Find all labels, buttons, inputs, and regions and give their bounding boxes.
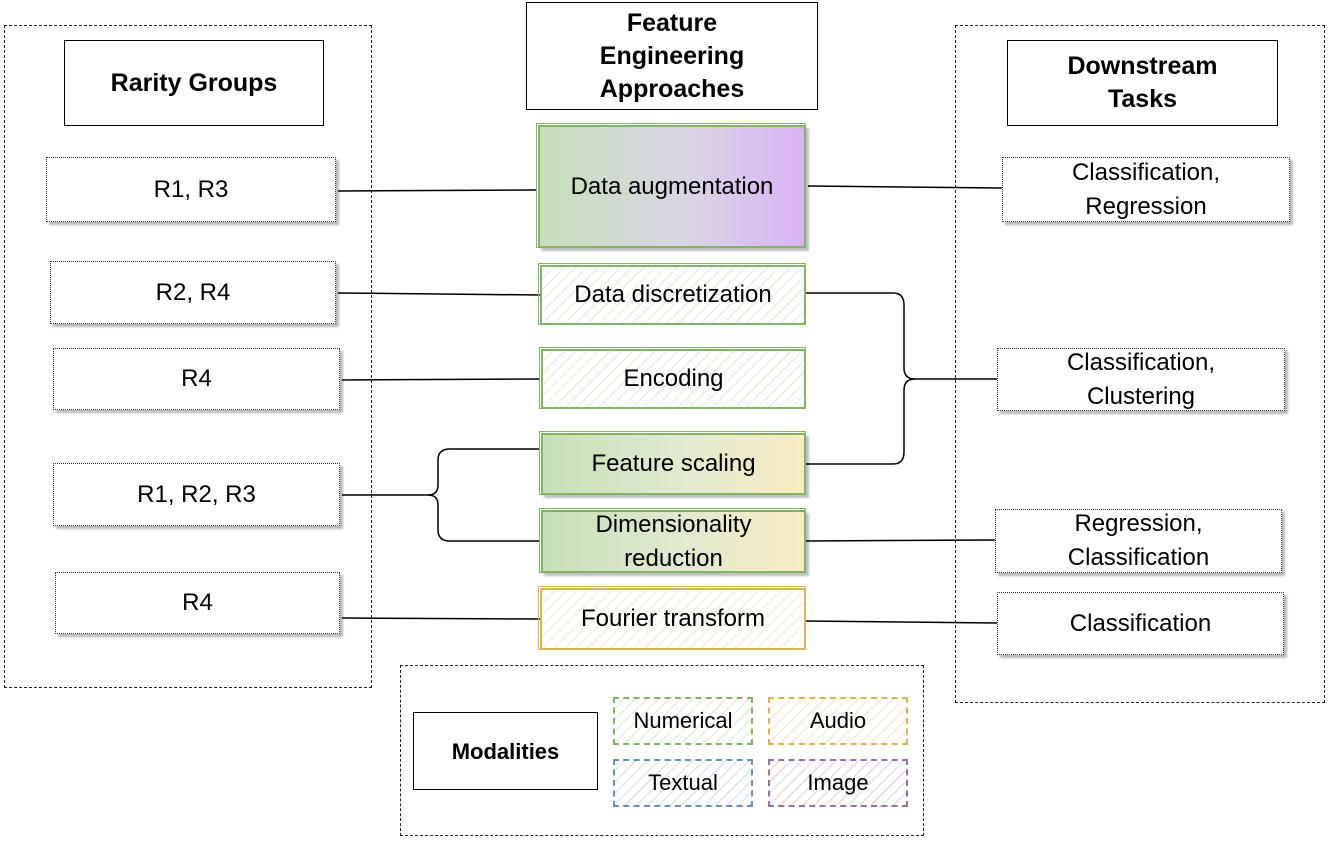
- approach-feature-scaling: Feature scaling: [539, 431, 806, 495]
- approach-data-discretization: Data discretization: [538, 263, 806, 325]
- modality-label: Audio: [809, 708, 867, 733]
- connector-reduction-task: [805, 539, 996, 542]
- approach-label: Fourier transform: [580, 605, 766, 632]
- rarity-item-r4-b: R4: [55, 572, 340, 634]
- downstream-tasks-header: Downstream Tasks: [1007, 40, 1278, 126]
- modality-image: Image: [768, 759, 908, 807]
- approach-label: Feature scaling: [591, 450, 756, 477]
- rarity-groups-container: [4, 25, 372, 688]
- task-label: Classification, Regression: [1071, 158, 1221, 220]
- task-label: Classification, Clustering: [1066, 348, 1216, 410]
- rarity-item-r4-a: R4: [53, 348, 340, 410]
- approach-label: Data augmentation: [570, 172, 774, 200]
- rarity-groups-header: Rarity Groups: [64, 40, 324, 126]
- downstream-tasks-title: Downstream Tasks: [1067, 52, 1218, 113]
- connector-augmentation-task: [807, 185, 1003, 189]
- rarity-item-r2-r4: R2, R4: [50, 261, 336, 324]
- rarity-item-label: R4: [182, 589, 213, 616]
- approach-label: Data discretization: [574, 281, 772, 308]
- modalities-label-box: Modalities: [413, 712, 598, 790]
- downstream-tasks-container: [955, 25, 1325, 703]
- rarity-item-label: R1, R2, R3: [137, 480, 256, 508]
- connector-scaling-merge: [806, 378, 916, 465]
- modality-audio: Audio: [768, 697, 908, 745]
- approaches-header: Feature Engineering Approaches: [526, 2, 818, 110]
- rarity-item-label: R2, R4: [155, 278, 231, 306]
- task-regression-classification: Regression, Classification: [995, 509, 1282, 573]
- modality-textual: Textual: [613, 759, 753, 807]
- approach-encoding: Encoding: [539, 347, 806, 409]
- approach-label: Encoding: [623, 365, 724, 392]
- task-label: Classification: [1069, 609, 1212, 637]
- approach-data-augmentation: Data augmentation: [536, 123, 806, 248]
- connector-discretization-merge: [806, 292, 997, 380]
- connector-r1r2r3-branch: [342, 448, 540, 496]
- modality-label: Textual: [648, 770, 718, 795]
- task-classification-clustering: Classification, Clustering: [997, 348, 1285, 411]
- modality-label: Image: [807, 770, 869, 795]
- task-classification-regression: Classification, Regression: [1002, 157, 1290, 222]
- connector-fourier-task: [805, 620, 998, 624]
- approaches-title: Feature Engineering Approaches: [599, 8, 745, 103]
- rarity-groups-title: Rarity Groups: [110, 68, 278, 97]
- rarity-item-label: R4: [181, 365, 212, 392]
- rarity-item-r1-r2-r3: R1, R2, R3: [53, 463, 340, 526]
- approach-label: Dimensionality reduction: [595, 510, 752, 572]
- connector-r4-encoding: [341, 378, 541, 381]
- task-label: Regression, Classification: [1067, 510, 1210, 571]
- connector-r4-fourier: [341, 617, 541, 620]
- rarity-item-label: R1, R3: [153, 175, 229, 203]
- modality-label: Numerical: [633, 708, 733, 733]
- modalities-legend: [400, 665, 924, 836]
- connector-r1r2r3-branch-lower: [427, 494, 540, 542]
- modality-numerical: Numerical: [613, 697, 753, 745]
- approach-fourier-transform: Fourier transform: [538, 586, 806, 650]
- rarity-item-r1-r3: R1, R3: [46, 157, 336, 222]
- task-classification: Classification: [997, 592, 1284, 655]
- approach-dimensionality-reduction: Dimensionality reduction: [539, 508, 806, 573]
- modalities-label: Modalities: [451, 738, 560, 764]
